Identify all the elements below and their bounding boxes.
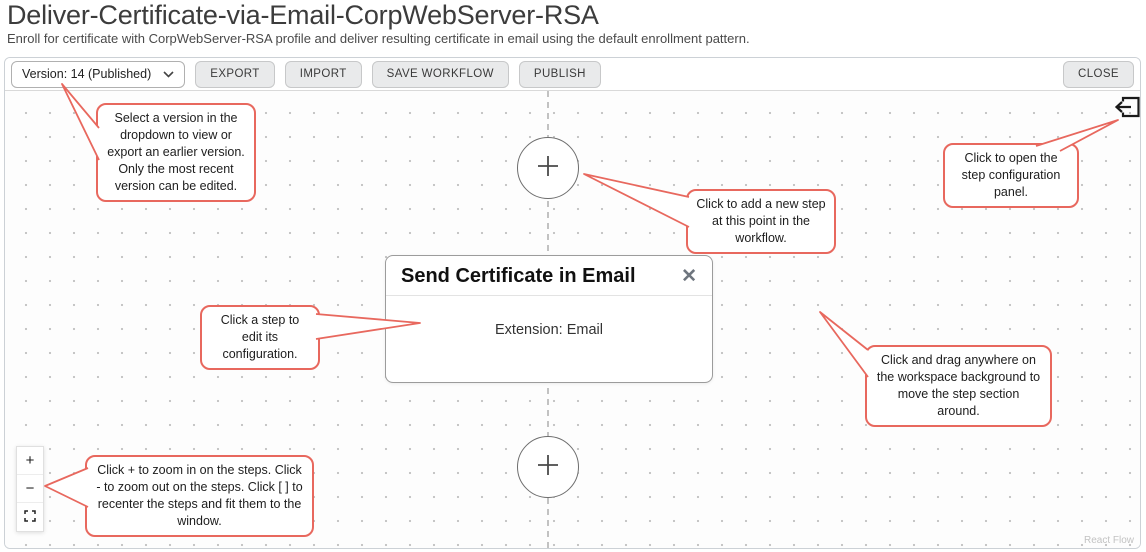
add-step-button-bottom[interactable] bbox=[517, 436, 579, 498]
react-flow-attribution: React Flow bbox=[1083, 535, 1134, 546]
callout-drag-workspace: Click and drag anywhere on the workspace… bbox=[865, 345, 1052, 427]
save-workflow-button[interactable]: SAVE WORKFLOW bbox=[371, 60, 509, 88]
step-node-title: Send Certificate in Email bbox=[401, 265, 636, 287]
step-node[interactable]: Send Certificate in Email ✕ Extension: E… bbox=[385, 255, 713, 383]
callout-edit-step: Click a step to edit its configuration. bbox=[200, 305, 320, 370]
chevron-down-icon bbox=[163, 67, 174, 81]
step-node-body: Extension: Email bbox=[495, 322, 603, 338]
close-button[interactable]: CLOSE bbox=[1063, 60, 1134, 88]
fit-view-button[interactable] bbox=[17, 503, 43, 531]
workflow-editor-card: Version: 14 (Published) EXPORT IMPORT SA… bbox=[4, 57, 1141, 549]
plus-icon bbox=[535, 452, 561, 483]
zoom-in-button[interactable]: + bbox=[17, 447, 43, 475]
workflow-canvas[interactable]: Send Certificate in Email ✕ Extension: E… bbox=[5, 91, 1140, 548]
plus-icon bbox=[535, 153, 561, 184]
import-button[interactable]: IMPORT bbox=[284, 60, 362, 88]
open-config-panel-button[interactable] bbox=[1113, 95, 1140, 122]
version-select[interactable]: Version: 14 (Published) bbox=[11, 60, 186, 88]
zoom-controls: + − bbox=[16, 446, 44, 532]
step-node-header: Send Certificate in Email ✕ bbox=[386, 256, 712, 296]
callout-add-step: Click to add a new step at this point in… bbox=[686, 189, 836, 254]
zoom-out-button[interactable]: − bbox=[17, 475, 43, 503]
callout-zoom-controls: Click + to zoom in on the steps. Click -… bbox=[85, 455, 314, 537]
page-title: Deliver-Certificate-via-Email-CorpWebSer… bbox=[7, 0, 599, 30]
publish-button[interactable]: PUBLISH bbox=[518, 60, 601, 88]
callout-open-panel: Click to open the step configuration pan… bbox=[943, 143, 1079, 208]
version-select-value: Version: 14 (Published) bbox=[22, 67, 152, 81]
zoom-in-icon: + bbox=[25, 452, 35, 469]
toolbar: Version: 14 (Published) EXPORT IMPORT SA… bbox=[5, 58, 1140, 91]
close-icon[interactable]: ✕ bbox=[681, 266, 697, 287]
add-step-button-top[interactable] bbox=[517, 137, 579, 199]
fit-view-icon bbox=[24, 509, 36, 526]
zoom-out-icon: − bbox=[25, 480, 35, 497]
page-subtitle: Enroll for certificate with CorpWebServe… bbox=[7, 31, 750, 46]
panel-open-icon bbox=[1113, 96, 1140, 122]
export-button[interactable]: EXPORT bbox=[195, 60, 275, 88]
callout-version: Select a version in the dropdown to view… bbox=[96, 103, 256, 202]
